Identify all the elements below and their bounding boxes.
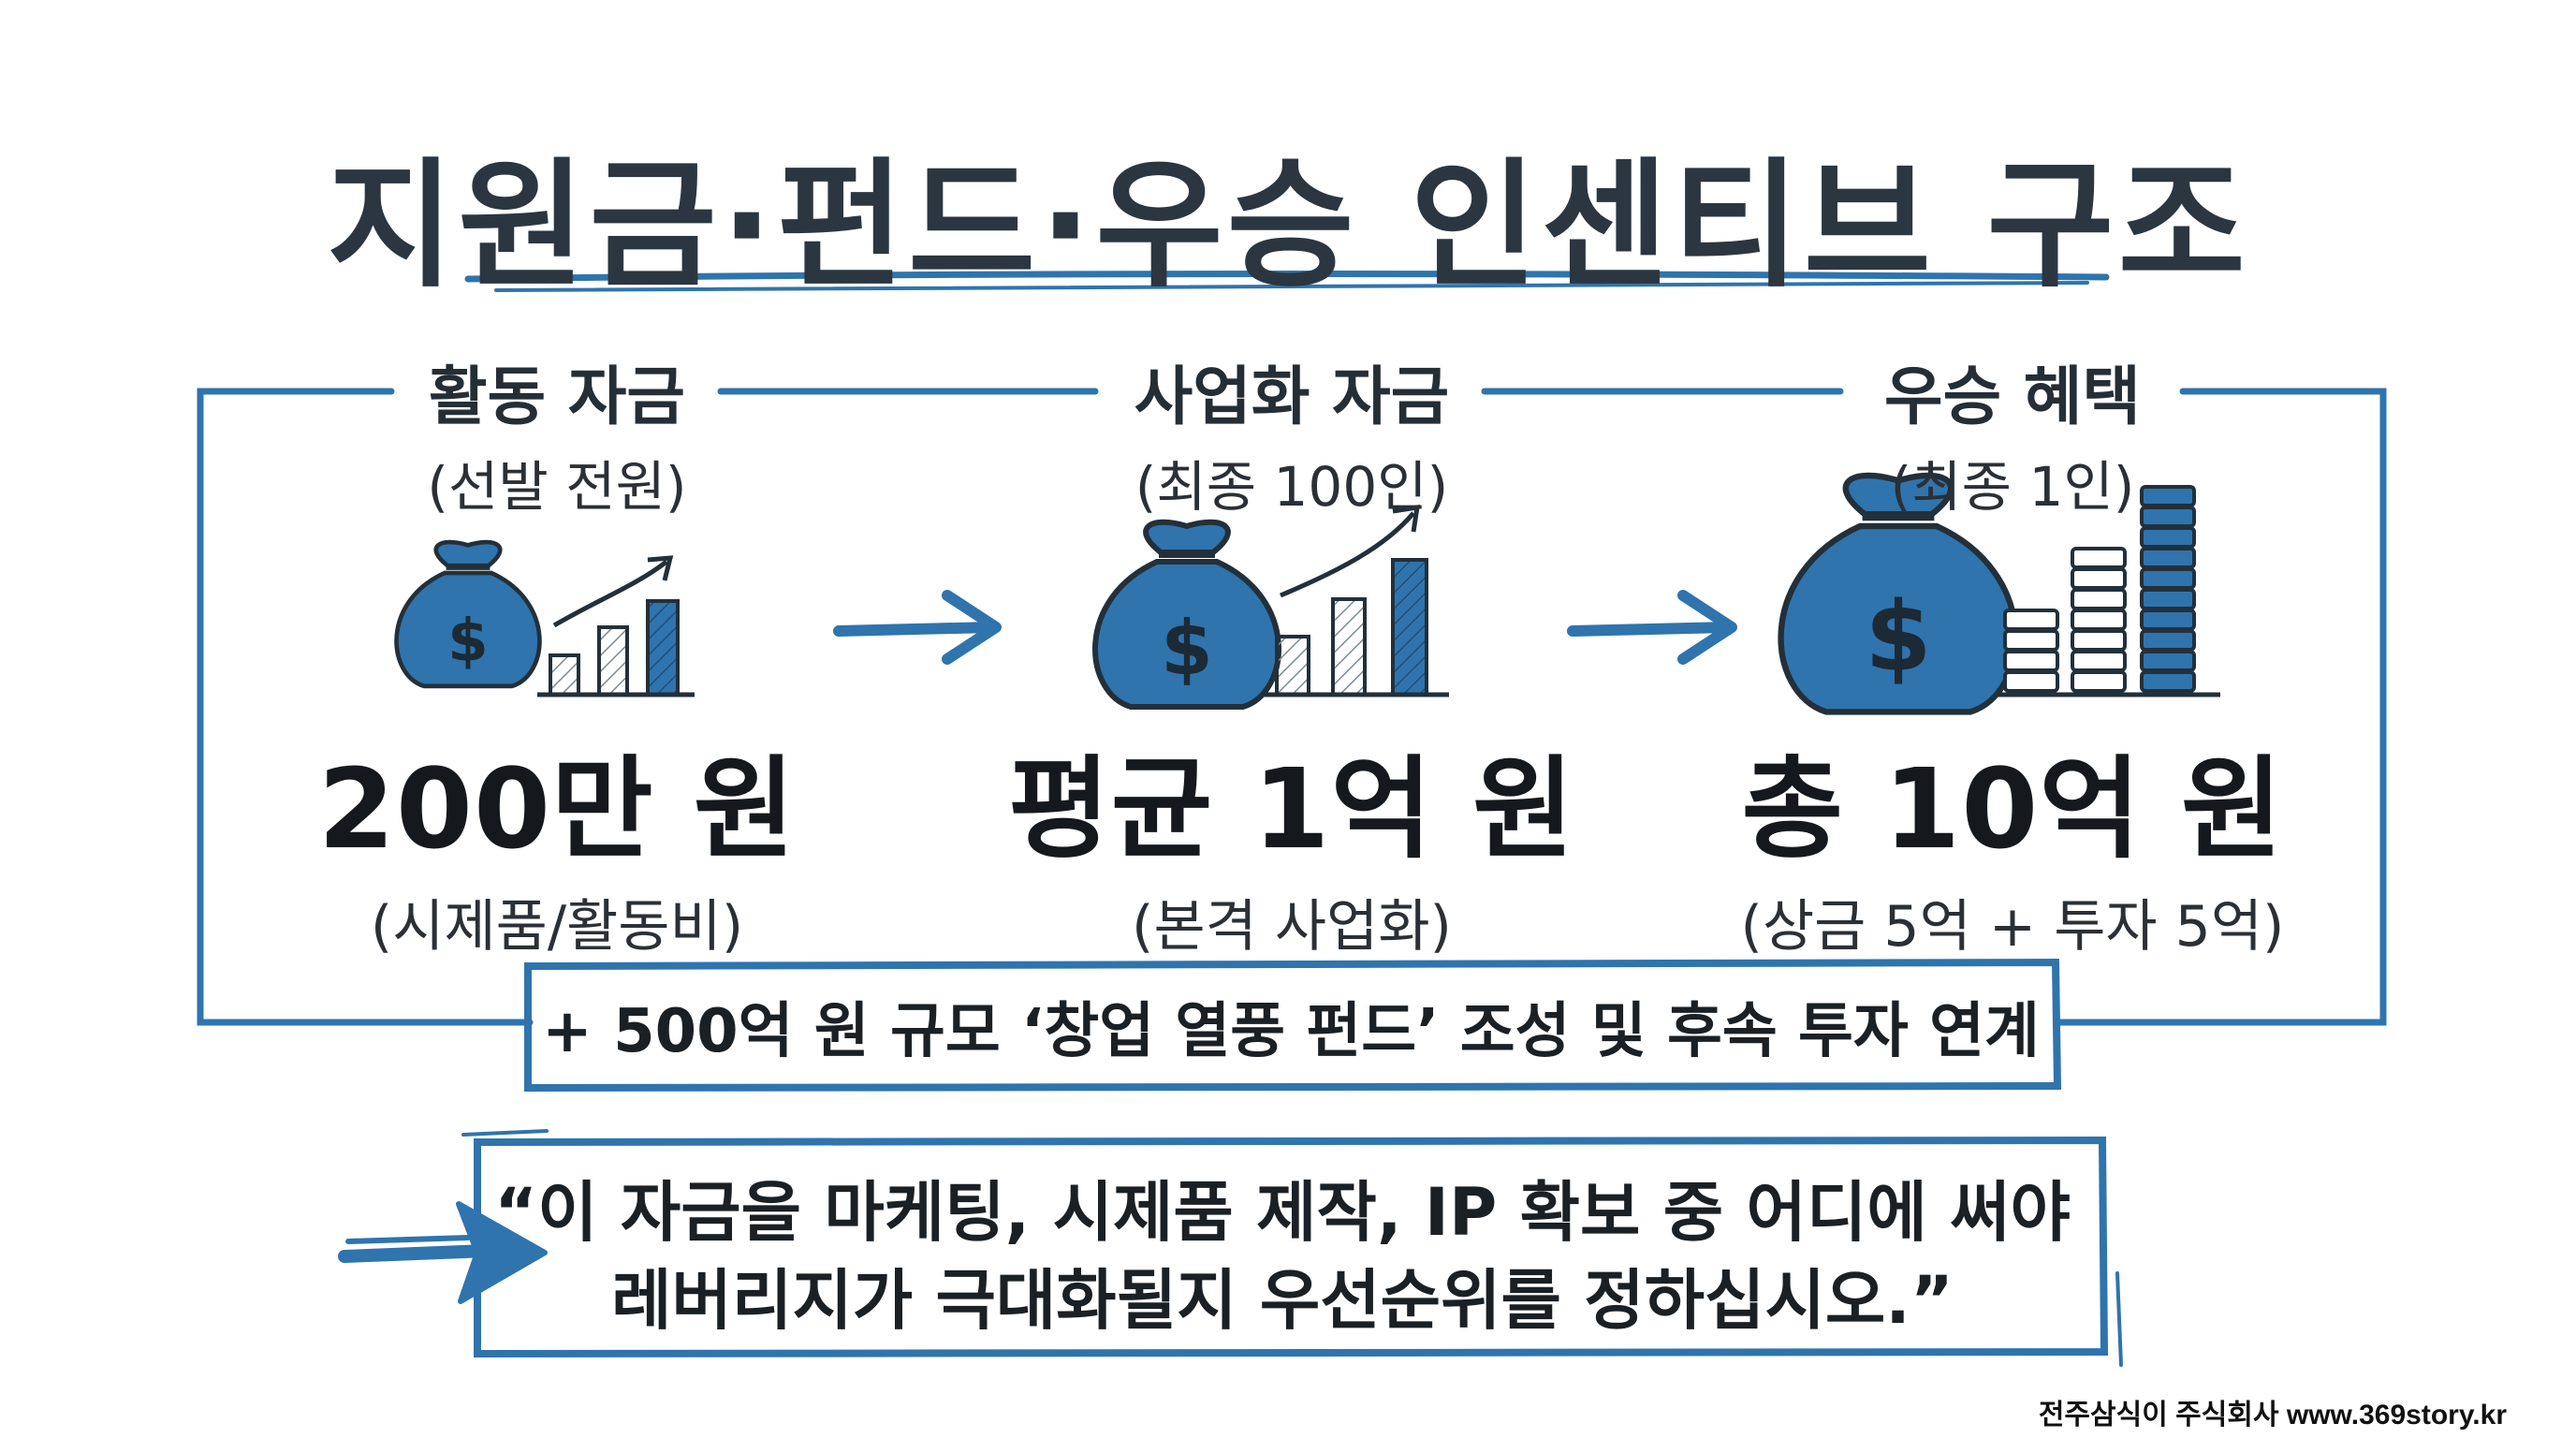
- svg-text:$: $: [447, 607, 488, 675]
- stage-activity: 활동 자금 (선발 전원): [281, 345, 833, 521]
- growth-bar-chart-icon: [537, 555, 695, 697]
- stage-commercialization-amount: 평균 1억 원 (본격 사업화): [983, 719, 1601, 962]
- coin: [2071, 670, 2127, 693]
- coin: [2140, 629, 2196, 652]
- fund-box: [524, 958, 2062, 1093]
- svg-text:$: $: [1865, 582, 1931, 694]
- coin: [2071, 609, 2127, 631]
- coin: [2071, 547, 2127, 569]
- amount-note: (본격 사업화): [1132, 894, 1452, 960]
- amount-note: (상금 5억 + 투자 5억): [1740, 894, 2285, 960]
- quote-line: “이 자금을 마케팅, 시제품 제작, IP 확보 중 어디에 써야: [494, 1174, 2071, 1251]
- stage-title: 사업화 자금: [1109, 360, 1474, 434]
- coin: [2071, 629, 2127, 652]
- quote-text: “이 자금을 마케팅, 시제품 제작, IP 확보 중 어디에 써야 레버리지가…: [487, 1168, 2078, 1344]
- stage-commercialization: 사업화 자금 (최종 100인): [1002, 345, 1582, 521]
- coin: [2140, 547, 2196, 569]
- credit-text: 전주삼식이 주식회사 www.369story.kr: [2038, 1400, 2507, 1431]
- stage-subtitle: (최종 1인): [1890, 455, 2135, 519]
- flow-frame: [197, 388, 2387, 1026]
- stage-title: 활동 자금: [404, 360, 710, 434]
- stage-subtitle: (최종 100인): [1134, 455, 1449, 519]
- coin: [2071, 567, 2127, 590]
- title-underline: [464, 271, 2110, 292]
- stage-title: 우승 혜택: [1860, 360, 2165, 434]
- arrow-right-icon: [338, 1201, 548, 1304]
- coin: [2140, 609, 2196, 631]
- page-title: 지원금·펀드·우승 인센티브 구조: [327, 145, 2249, 306]
- coin: [2071, 588, 2127, 610]
- stage-winner-amount: 총 10억 원 (상금 5억 + 투자 5억): [1722, 719, 2303, 962]
- coin: [2140, 526, 2196, 549]
- amount-value: 총 10억 원: [1741, 744, 2284, 873]
- money-bag-icon: $: [1092, 519, 1281, 710]
- stage-subtitle: (선발 전원): [427, 455, 687, 519]
- coin: [2140, 588, 2196, 610]
- amount-note: (시제품/활동비): [370, 894, 744, 960]
- stage-activity-amount: 200만 원 (시제품/활동비): [281, 719, 833, 962]
- amount-value: 200만 원: [317, 744, 797, 873]
- money-bag-icon: $: [394, 539, 542, 689]
- growth-bar-chart-icon: [1264, 505, 1449, 697]
- amount-value: 평균 1억 원: [1008, 744, 1575, 873]
- quote-line: 레버리지가 극대화될지 우선순위를 정하십시오.”: [611, 1262, 1954, 1339]
- stage-winner: 우승 혜택 (최종 1인): [1750, 345, 2275, 521]
- svg-text:$: $: [1161, 605, 1213, 692]
- coin: [2003, 670, 2059, 693]
- coin: [2140, 485, 2196, 507]
- arrow-right-icon: [833, 590, 1002, 665]
- coin: [2140, 670, 2196, 693]
- money-bag-icon: $: [1778, 472, 2019, 715]
- fund-statement: + 500억 원 규모 ‘창업 열풍 펀드’ 조성 및 후속 투자 연계: [542, 997, 2040, 1066]
- arrow-right-icon: [1567, 590, 1737, 665]
- coin-stack-icon: [2003, 485, 2196, 693]
- coin: [2003, 629, 2059, 652]
- coin: [2003, 650, 2059, 672]
- coin: [2140, 650, 2196, 672]
- coin: [2071, 650, 2127, 672]
- coin: [2140, 567, 2196, 590]
- coin: [2003, 609, 2059, 631]
